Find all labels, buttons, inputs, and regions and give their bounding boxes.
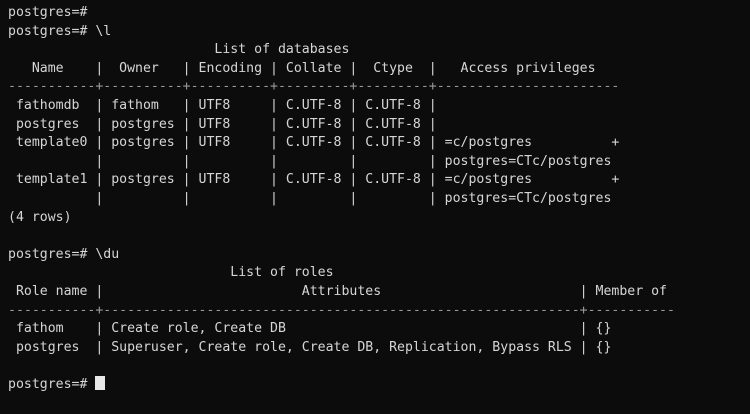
terminal-prompt-line: postgres=# xyxy=(8,5,88,20)
table-rowcount-line: (4 rows) xyxy=(8,209,72,225)
text-cursor xyxy=(95,376,106,391)
terminal-prompt-line-active: postgres=# xyxy=(8,376,750,395)
terminal-prompt-line: postgres=# \l xyxy=(8,23,112,39)
table-separator-line: -----------+----------+----------+------… xyxy=(8,79,620,95)
table-row: | | | | | postgres=CTc/postgres xyxy=(8,190,612,206)
table-row: template0 | postgres | UTF8 | C.UTF-8 | … xyxy=(8,135,620,151)
table-row: postgres | Superuser, Create role, Creat… xyxy=(8,339,612,355)
table-header-line: Role name | Attributes | Member of xyxy=(8,283,667,299)
table-title-line: List of roles xyxy=(8,265,334,281)
table-title-line: List of databases xyxy=(8,42,350,58)
table-row: postgres | postgres | UTF8 | C.UTF-8 | C… xyxy=(8,116,437,132)
table-row: | | | | | postgres=CTc/postgres xyxy=(8,153,612,169)
blank-line xyxy=(8,227,750,246)
blank-line xyxy=(8,357,750,376)
table-row: fathomdb | fathom | UTF8 | C.UTF-8 | C.U… xyxy=(8,97,437,113)
table-row: fathom | Create role, Create DB | {} xyxy=(8,321,612,337)
table-separator-line: -----------+----------------------------… xyxy=(8,302,675,318)
table-row: template1 | postgres | UTF8 | C.UTF-8 | … xyxy=(8,172,620,188)
table-header-line: Name | Owner | Encoding | Collate | Ctyp… xyxy=(8,60,596,76)
terminal-prompt-line: postgres=# \du xyxy=(8,246,120,262)
